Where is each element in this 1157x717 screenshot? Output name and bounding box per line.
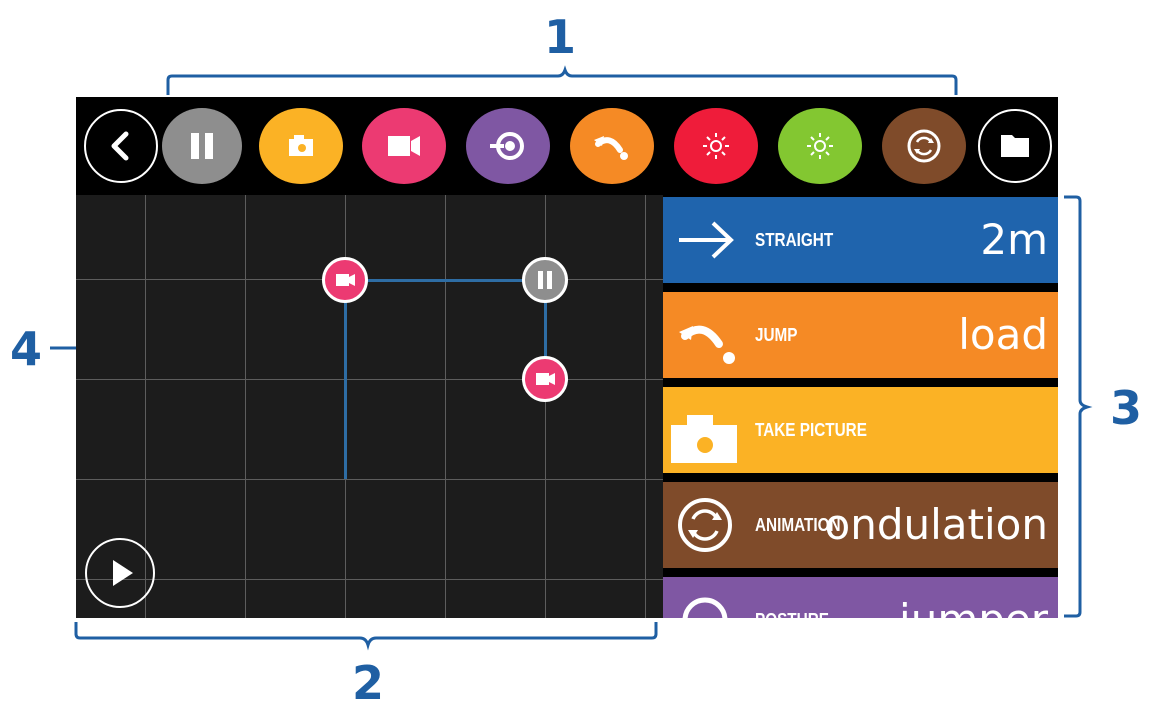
pause-icon <box>538 271 552 289</box>
action-sequence-list: STRAIGHT 2m JUMP load TAKE PICTURE ANIMA… <box>663 195 1058 618</box>
posture-icon <box>682 597 728 618</box>
action-item-take-picture[interactable]: TAKE PICTURE <box>663 387 1058 473</box>
camera-icon <box>671 415 737 463</box>
grid-line <box>245 195 246 618</box>
callout-number-1: 1 <box>544 10 577 64</box>
grid-line <box>76 579 663 580</box>
action-item-posture[interactable]: POSTURE jumper <box>663 577 1058 618</box>
video-camera-icon <box>536 373 555 385</box>
grid-line <box>76 479 663 480</box>
folder-button[interactable] <box>978 109 1052 183</box>
callout-number-4: 4 <box>10 322 43 376</box>
grid-line <box>445 195 446 618</box>
callout-number-3: 3 <box>1110 381 1143 435</box>
animation-button[interactable] <box>882 108 966 184</box>
camera-icon <box>289 135 313 156</box>
play-icon <box>113 560 133 586</box>
light-green-icon <box>807 133 833 159</box>
posture-button[interactable] <box>466 108 550 184</box>
callout-number-2: 2 <box>352 656 385 710</box>
bracket-toolbar <box>166 65 958 95</box>
video-camera-icon <box>336 274 355 286</box>
pause-button[interactable] <box>162 108 242 184</box>
light-red-icon <box>703 133 729 159</box>
grid-line <box>145 195 146 618</box>
action-value: jumper <box>899 595 1048 618</box>
action-label: ANIMATION <box>755 515 841 535</box>
grid-line <box>545 195 546 618</box>
back-chevron-icon <box>111 131 129 161</box>
action-value: 2m <box>980 215 1048 264</box>
action-item-animation[interactable]: ANIMATION ondulation <box>663 482 1058 568</box>
camera-button[interactable] <box>259 108 343 184</box>
bracket-list <box>1064 195 1093 618</box>
robot-path-segment <box>344 281 347 479</box>
jump-button[interactable] <box>570 108 654 184</box>
action-item-straight[interactable]: STRAIGHT 2m <box>663 197 1058 283</box>
path-grid[interactable] <box>76 195 663 618</box>
pause-icon <box>191 133 213 159</box>
animation-icon <box>678 498 732 552</box>
action-label: JUMP <box>755 325 798 345</box>
path-node-video[interactable] <box>522 356 568 402</box>
video-button[interactable] <box>362 108 446 184</box>
robot-path-segment <box>345 279 545 282</box>
action-label: POSTURE <box>755 610 829 618</box>
arrow-right-icon <box>679 221 734 259</box>
action-value: load <box>958 310 1048 359</box>
light-green-button[interactable] <box>778 108 862 184</box>
posture-icon <box>490 132 524 160</box>
jump-icon <box>594 136 628 160</box>
bracket-grid <box>74 622 658 651</box>
grid-line <box>76 379 663 380</box>
play-button[interactable] <box>85 538 155 608</box>
grid-line <box>645 195 646 618</box>
action-label: STRAIGHT <box>755 230 834 250</box>
path-node-pause[interactable] <box>522 257 568 303</box>
light-red-button[interactable] <box>674 108 758 184</box>
path-node-video[interactable] <box>322 257 368 303</box>
folder-icon <box>1001 135 1029 157</box>
animation-icon <box>907 129 941 163</box>
robot-path-segment <box>544 281 547 379</box>
action-label: TAKE PICTURE <box>755 420 867 440</box>
action-item-jump[interactable]: JUMP load <box>663 292 1058 378</box>
back-button[interactable] <box>84 109 158 183</box>
jump-icon <box>679 325 735 364</box>
action-toolbar <box>76 97 1058 195</box>
action-value: ondulation <box>824 500 1048 549</box>
video-camera-icon <box>388 136 420 156</box>
